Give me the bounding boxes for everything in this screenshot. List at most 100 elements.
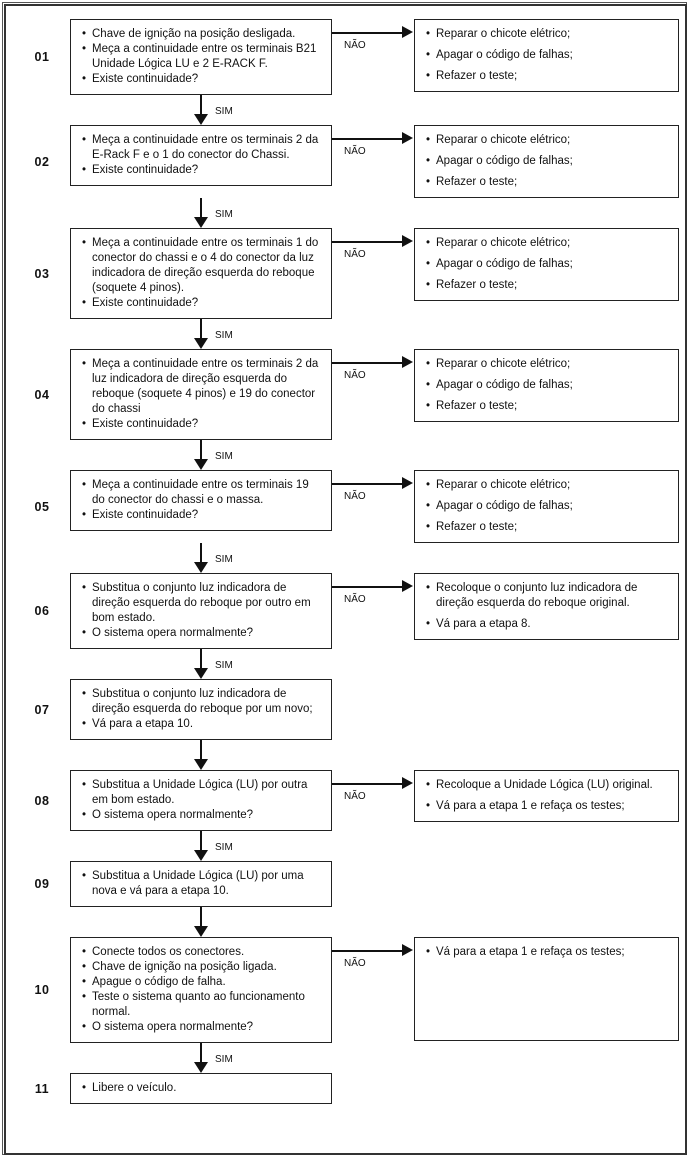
- arrow-line: [200, 1043, 202, 1062]
- step-box: Substitua a Unidade Lógica (LU) por uma …: [70, 861, 332, 907]
- arrow-head-icon: [402, 26, 413, 38]
- no-branch-arrow: NÃO: [332, 125, 414, 167]
- step-instruction: Meça a continuidade entre os terminais 2…: [79, 133, 323, 163]
- arrow-line: [332, 950, 403, 952]
- yes-label: SIM: [215, 1054, 233, 1065]
- down-arrow-connector: SIM: [14, 649, 679, 679]
- step-number-cell: 07: [14, 679, 70, 740]
- no-label: NÃO: [344, 791, 366, 802]
- flow-step-row: 08Substitua a Unidade Lógica (LU) por ou…: [14, 770, 679, 831]
- step-number: 05: [34, 499, 50, 514]
- arrow-line: [200, 740, 202, 759]
- flow-step-row: 03 Meça a continuidade entre os terminais…: [14, 228, 679, 319]
- step-number-cell: 05: [14, 470, 70, 543]
- remedy-instruction: Reparar o chicote elétrico;: [423, 357, 670, 372]
- remedy-instruction: Vá para a etapa 1 e refaça os testes;: [423, 799, 670, 814]
- step-number: 04: [34, 387, 50, 402]
- flow-step-row: 10 Conecte todos os conectores.Chave de i…: [14, 937, 679, 1043]
- no-label: NÃO: [344, 146, 366, 157]
- step-instruction: Apague o código de falha.: [79, 975, 323, 990]
- arrow-line: [332, 783, 403, 785]
- step-instruction: Substitua a Unidade Lógica (LU) por uma …: [79, 869, 323, 899]
- step-instruction: O sistema opera normalmente?: [79, 1020, 323, 1035]
- arrow-head-icon: [194, 850, 208, 861]
- flow-step-row: 07 Substitua o conjunto luz indicadora de…: [14, 679, 679, 740]
- no-label: NÃO: [344, 594, 366, 605]
- step-number-cell: 06: [14, 573, 70, 649]
- yes-label: SIM: [215, 842, 233, 853]
- step-instruction: Existe continuidade?: [79, 417, 323, 432]
- remedy-instruction: Recoloque o conjunto luz indicadora de d…: [423, 581, 670, 611]
- arrow-line: [200, 649, 202, 668]
- step-instruction: Existe continuidade?: [79, 508, 323, 523]
- no-branch-box: Recoloque a Unidade Lógica (LU) original…: [414, 770, 679, 822]
- arrow-head-icon: [402, 235, 413, 247]
- no-branch-arrow: NÃO: [332, 770, 414, 812]
- step-instruction: Teste o sistema quanto ao funcionamento …: [79, 990, 323, 1020]
- step-box: Conecte todos os conectores.Chave de ign…: [70, 937, 332, 1043]
- no-branch-box: Reparar o chicote elétrico;Apagar o códi…: [414, 19, 679, 92]
- arrow-head-icon: [194, 668, 208, 679]
- arrow-head-icon: [194, 338, 208, 349]
- step-instruction: O sistema opera normalmente?: [79, 808, 323, 823]
- no-label: NÃO: [344, 491, 366, 502]
- step-box: Meça a continuidade entre os terminais 2…: [70, 349, 332, 440]
- step-number: 10: [34, 983, 50, 997]
- step-instruction: Substitua o conjunto luz indicadora de d…: [79, 687, 323, 717]
- diagram-frame: 01 Chave de ignição na posição desligada.…: [4, 4, 687, 1155]
- down-arrow-connector: SIM: [14, 319, 679, 349]
- no-label: NÃO: [344, 249, 366, 260]
- arrow-head-icon: [402, 944, 413, 956]
- arrow-head-icon: [402, 132, 413, 144]
- step-box: Chave de ignição na posição desligada.Me…: [70, 19, 332, 95]
- remedy-instruction: Reparar o chicote elétrico;: [423, 478, 670, 493]
- arrow-head-icon: [194, 562, 208, 573]
- step-instruction: O sistema opera normalmente?: [79, 626, 323, 641]
- arrow-head-icon: [402, 580, 413, 592]
- down-arrow-connector: SIM: [14, 198, 679, 228]
- remedy-instruction: Refazer o teste;: [423, 520, 670, 535]
- no-label: NÃO: [344, 958, 366, 969]
- yes-label: SIM: [215, 451, 233, 462]
- step-box: Substitua a Unidade Lógica (LU) por outr…: [70, 770, 332, 831]
- step-number: 03: [34, 266, 50, 281]
- step-instruction: Meça a continuidade entre os terminais B…: [79, 42, 323, 72]
- down-arrow-connector: SIM: [14, 543, 679, 573]
- step-instruction: Meça a continuidade entre os terminais 1…: [79, 478, 323, 508]
- step-instruction: Substitua o conjunto luz indicadora de d…: [79, 581, 323, 626]
- yes-label: SIM: [215, 660, 233, 671]
- flow-step-row: 09Substitua a Unidade Lógica (LU) por um…: [14, 861, 679, 907]
- arrow-line: [200, 95, 202, 114]
- arrow-line: [200, 440, 202, 459]
- no-label: NÃO: [344, 370, 366, 381]
- remedy-instruction: Reparar o chicote elétrico;: [423, 27, 670, 42]
- arrow-line: [200, 198, 202, 217]
- arrow-line: [332, 32, 403, 34]
- no-branch-box: Reparar o chicote elétrico;Apagar o códi…: [414, 470, 679, 543]
- step-instruction: Meça a continuidade entre os terminais 2…: [79, 357, 323, 417]
- step-number: 01: [34, 50, 50, 64]
- arrow-head-icon: [194, 926, 208, 937]
- down-arrow-connector: SIM: [14, 440, 679, 470]
- step-instruction: Vá para a etapa 10.: [79, 717, 323, 732]
- arrow-head-icon: [194, 459, 208, 470]
- troubleshooting-flowchart: 01 Chave de ignição na posição desligada.…: [14, 19, 679, 1104]
- no-branch-arrow: NÃO: [332, 349, 414, 391]
- no-branch-box: Vá para a etapa 1 e refaça os testes;: [414, 937, 679, 1041]
- arrow-head-icon: [194, 217, 208, 228]
- arrow-line: [332, 483, 403, 485]
- arrow-head-icon: [402, 777, 413, 789]
- step-instruction: Chave de ignição na posição desligada.: [79, 27, 323, 42]
- step-instruction: Existe continuidade?: [79, 296, 323, 311]
- arrow-line: [200, 543, 202, 562]
- step-number-cell: 10: [14, 937, 70, 1043]
- arrow-head-icon: [194, 759, 208, 770]
- step-instruction: Meça a continuidade entre os terminais 1…: [79, 236, 323, 296]
- step-number-cell: 04: [14, 349, 70, 440]
- step-instruction: Libere o veículo.: [79, 1081, 323, 1096]
- step-box: Substitua o conjunto luz indicadora de d…: [70, 679, 332, 740]
- no-branch-arrow: NÃO: [332, 573, 414, 615]
- no-branch-box: Reparar o chicote elétrico;Apagar o códi…: [414, 125, 679, 198]
- step-instruction: Existe continuidade?: [79, 72, 323, 87]
- arrow-head-icon: [194, 114, 208, 125]
